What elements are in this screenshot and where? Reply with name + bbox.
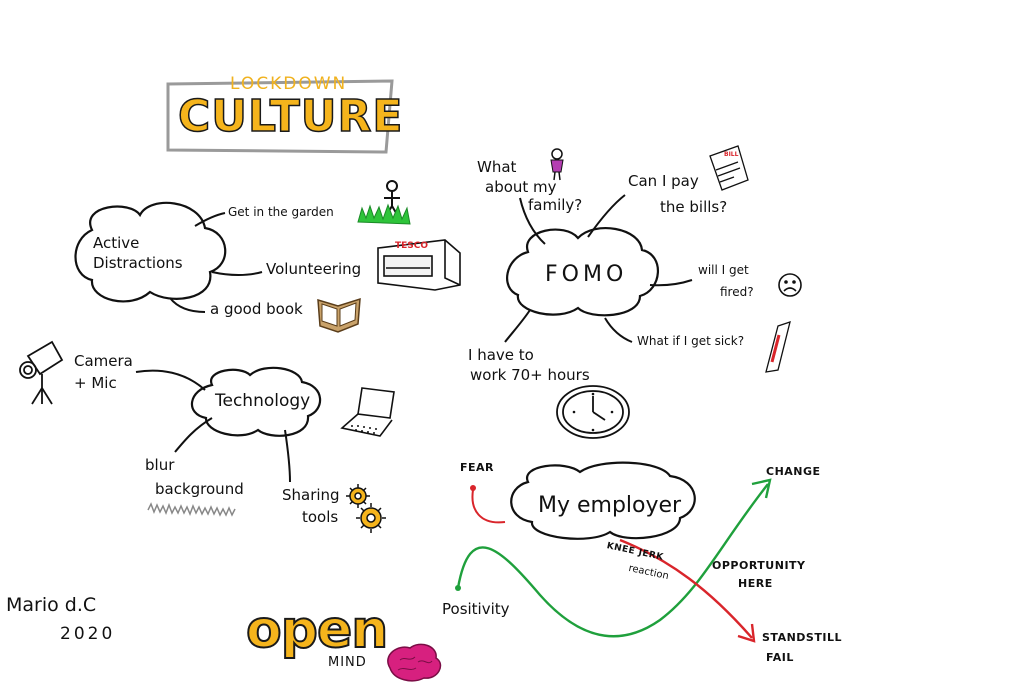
camera-label-line1: Camera <box>74 352 133 370</box>
title-small: LOCKDOWN <box>230 74 348 94</box>
mind-word: MIND <box>328 655 367 670</box>
blur-label-line1: blur <box>145 456 175 474</box>
blur-scribble <box>147 502 236 517</box>
kneejerk-arrow <box>619 538 753 639</box>
thermometer-icon <box>765 321 791 373</box>
employer-cloud <box>510 461 696 540</box>
camera-icon <box>19 340 64 405</box>
branch-blur <box>174 417 213 453</box>
gears-icon <box>346 484 386 533</box>
camera-label-line2: + Mic <box>74 374 117 392</box>
change-arrowhead <box>751 478 772 499</box>
standstill-label-line1: STANDSTILL <box>762 631 842 644</box>
signature-year: 2020 <box>60 624 116 644</box>
opportunity-label-line1: OPPORTUNITY <box>712 559 806 572</box>
tesco-label: TESCO <box>395 241 429 251</box>
standstill-arrowhead <box>737 623 756 643</box>
sick-label: What if I get sick? <box>637 334 745 348</box>
sharing-label-line2: tools <box>302 508 339 526</box>
bills-label-line1: Can I pay <box>628 172 699 190</box>
change-label: CHANGE <box>766 465 821 478</box>
family-label-line1: What <box>477 158 517 176</box>
branch-volunteering <box>211 271 263 276</box>
positivity-label: Positivity <box>442 600 510 618</box>
title-frame <box>166 79 394 154</box>
title-big: CULTURE <box>177 91 404 142</box>
branch-label-book: a good book <box>210 300 303 318</box>
bills-label-line2: the bills? <box>660 198 728 216</box>
signature-name: Mario d.C <box>6 594 97 616</box>
fear-line <box>471 489 506 524</box>
book-icon <box>317 297 361 333</box>
opportunity-label-line2: HERE <box>738 577 773 590</box>
clock-icon <box>556 385 630 439</box>
branch-sharing <box>284 429 291 483</box>
branch-label-garden: Get in the garden <box>228 205 334 219</box>
standstill-label-line2: FAIL <box>766 651 794 664</box>
brain-icon <box>387 643 442 682</box>
positivity-curve <box>456 483 769 638</box>
active-cloud-line2: Distractions <box>93 254 183 272</box>
person-icon <box>550 148 564 181</box>
fired-label-line2: fired? <box>720 285 754 299</box>
positivity-dot <box>455 585 461 591</box>
fomo-cloud-label: FOMO <box>545 262 628 287</box>
branch-fired <box>649 279 693 287</box>
branch-family <box>519 197 546 245</box>
open-word: open <box>245 600 389 660</box>
bill-label: BILL <box>724 151 739 158</box>
branch-book <box>169 297 206 313</box>
branch-label-volunteering: Volunteering <box>266 260 362 278</box>
blur-label-line2: background <box>155 480 244 498</box>
employer-cloud-label: My employer <box>538 493 682 518</box>
branch-work <box>504 309 531 343</box>
family-label-line3: family? <box>528 196 583 214</box>
active-cloud-line1: Active <box>93 234 140 252</box>
work-label-line2: work 70+ hours <box>470 366 590 384</box>
branch-garden <box>194 212 226 227</box>
fired-label-line1: will I get <box>698 263 749 277</box>
family-label-line2: about my <box>485 178 557 196</box>
branch-camera <box>135 369 206 391</box>
branch-sick <box>604 317 633 343</box>
sad-face-icon <box>778 273 802 297</box>
tesco-store-icon <box>377 239 461 291</box>
sharing-label-line1: Sharing <box>282 486 340 504</box>
fear-dot <box>470 485 476 491</box>
active-distractions-cloud <box>74 201 227 303</box>
bill-icon <box>709 145 749 191</box>
grass-icon <box>357 203 411 225</box>
branch-bills <box>587 194 626 238</box>
fear-label: FEAR <box>460 461 495 474</box>
fomo-cloud <box>506 227 659 317</box>
work-label-line1: I have to <box>468 346 534 364</box>
technology-cloud-label: Technology <box>215 391 311 411</box>
technology-cloud <box>190 366 322 437</box>
laptop-icon <box>340 387 395 437</box>
